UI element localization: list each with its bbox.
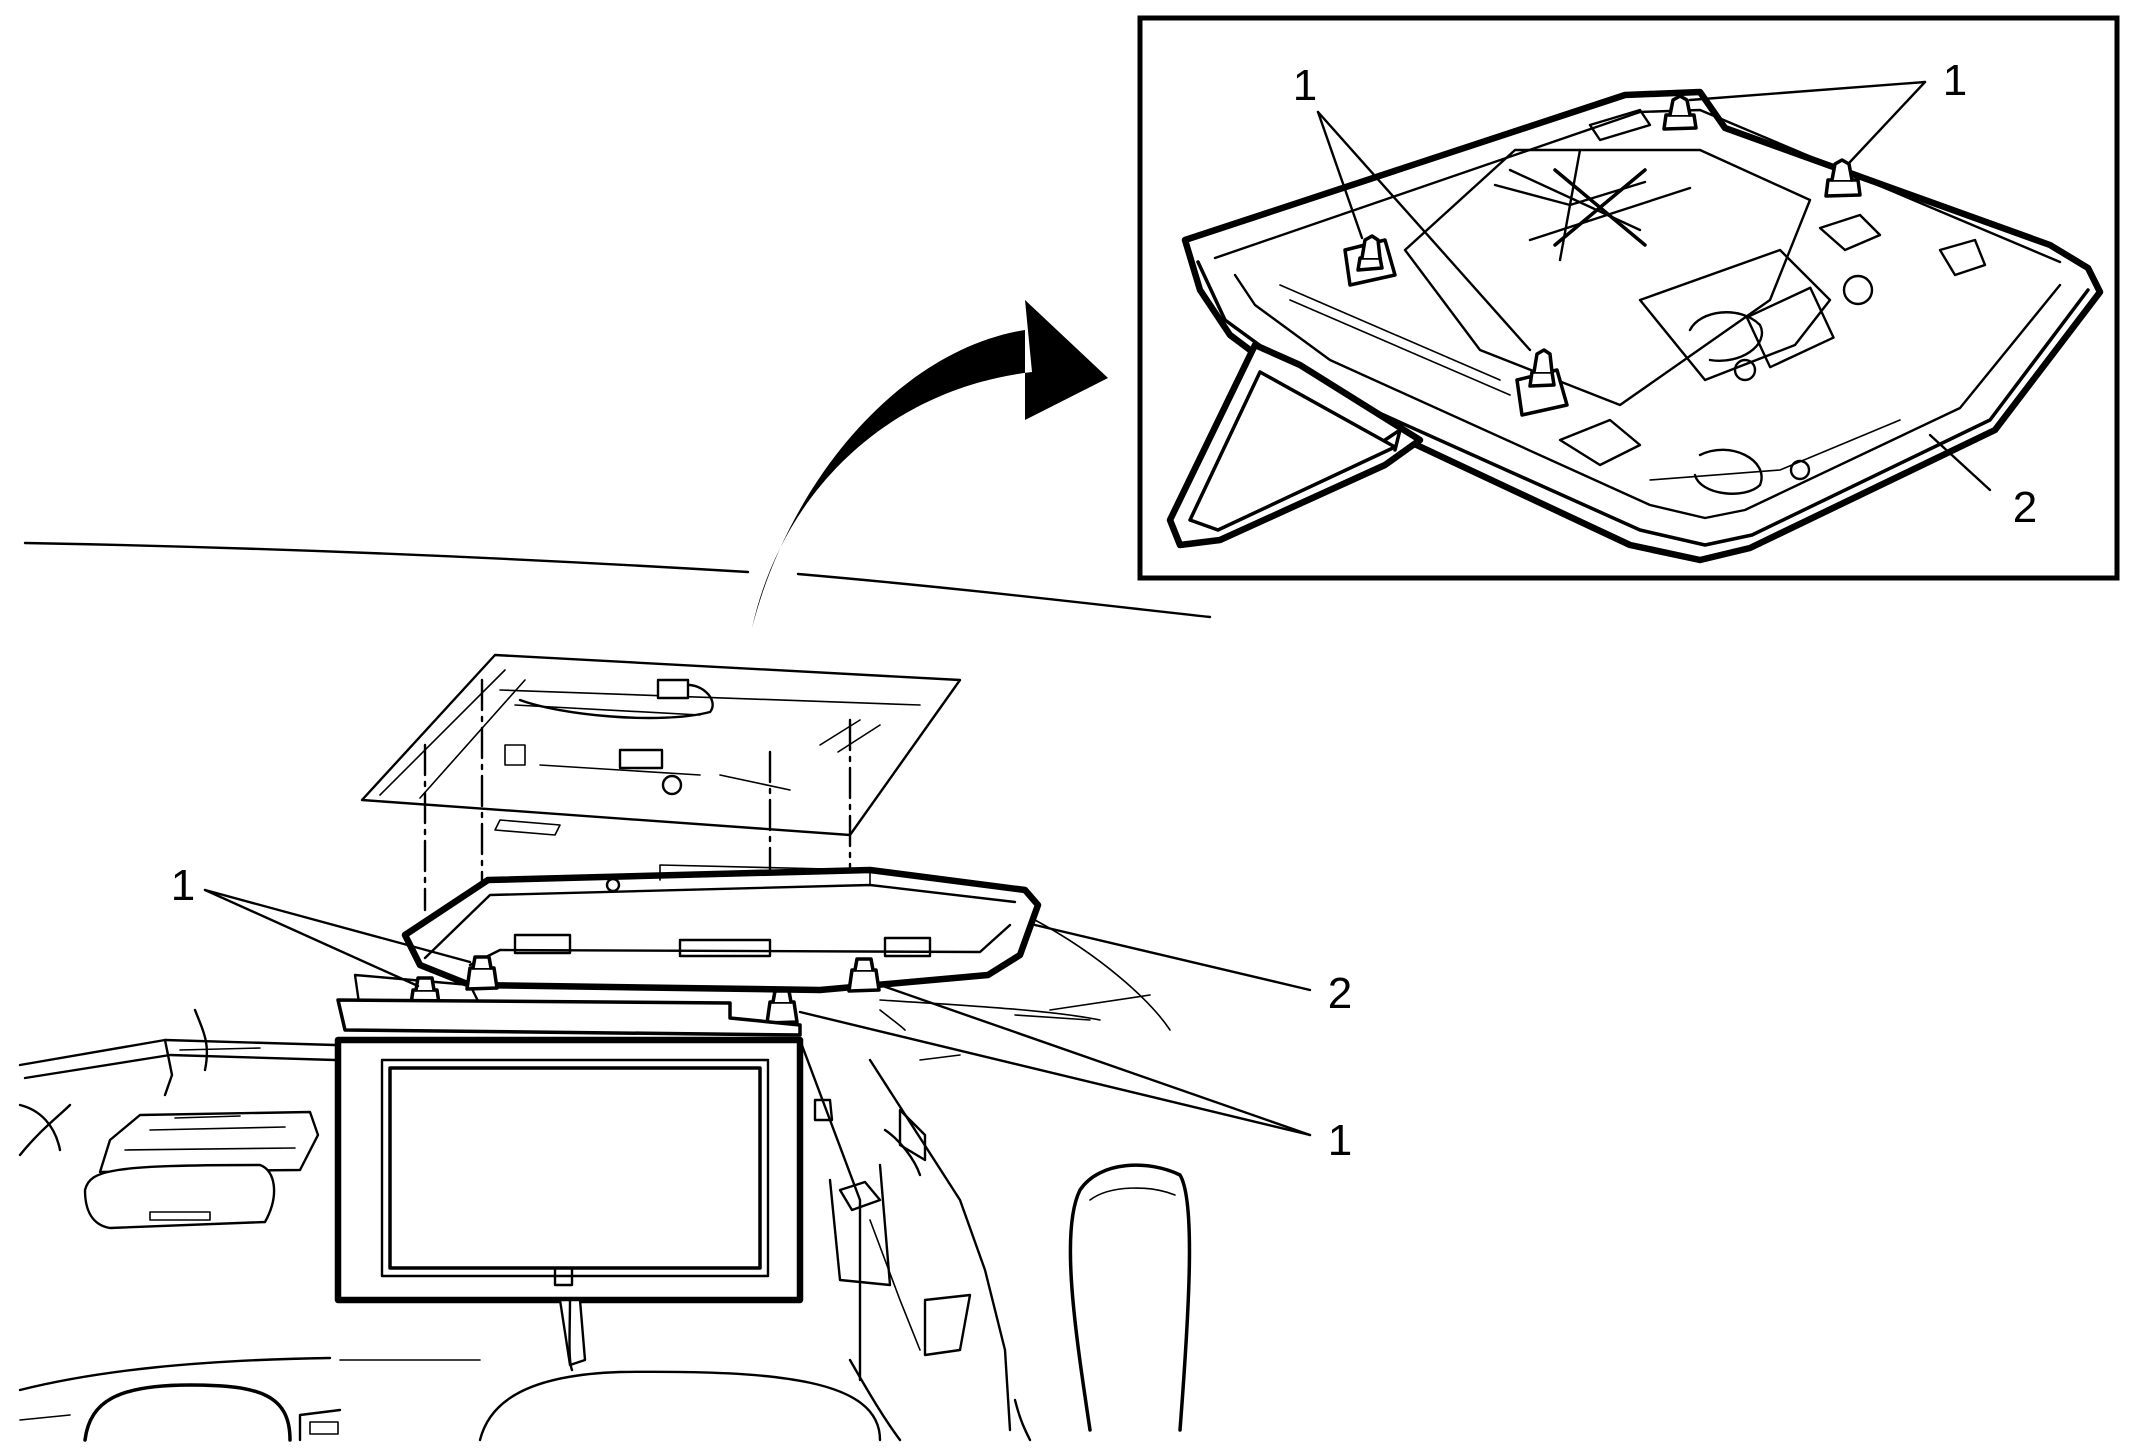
inset-fastener-top: [1662, 94, 1698, 131]
dvd-console-assembly: [353, 864, 1042, 1012]
inset-fastener-right: [1824, 158, 1862, 198]
screen-display: [388, 1066, 762, 1270]
inset-fastener-lower-center: [1515, 348, 1569, 417]
alignment-guides: [423, 678, 852, 912]
screen-housing: [334, 1036, 804, 1304]
main-fastener-3: [765, 989, 799, 1025]
flip-down-screen: [334, 998, 804, 1304]
main-callout-label-1-lower: 1: [1328, 1116, 1352, 1165]
main-callout-1-lower: 1: [798, 983, 1352, 1165]
inset-callout-2: 2: [1928, 433, 2037, 532]
inset-callout-label-1-left: 1: [1293, 61, 1317, 110]
roof-mounting-plate: [360, 653, 962, 837]
main-fastener-4: [847, 957, 881, 993]
detail-arrow: [752, 300, 1108, 628]
main-callout-label-2: 2: [1328, 969, 1352, 1018]
inset-callout-label-1-right: 1: [1943, 56, 1967, 105]
inset-callout-1-left: 1: [1293, 61, 1532, 352]
inset-fastener-upper-left: [1343, 234, 1397, 287]
main-vehicle-view: 1 2 1: [18, 541, 1352, 1442]
inset-detail-view: 1 1 2: [1137, 15, 2120, 581]
main-fastener-2: [465, 955, 499, 991]
inset-callout-label-2: 2: [2013, 483, 2037, 532]
main-callout-1-upper: 1: [171, 861, 472, 988]
inset-callout-1-right: 1: [1688, 56, 1967, 164]
main-callout-label-1-upper: 1: [171, 861, 195, 910]
main-callout-2: 2: [1033, 923, 1352, 1018]
vehicle-interior: [18, 919, 1192, 1442]
roof-edge-lines: [23, 541, 1212, 619]
inset-console-housing: [1166, 88, 2104, 564]
